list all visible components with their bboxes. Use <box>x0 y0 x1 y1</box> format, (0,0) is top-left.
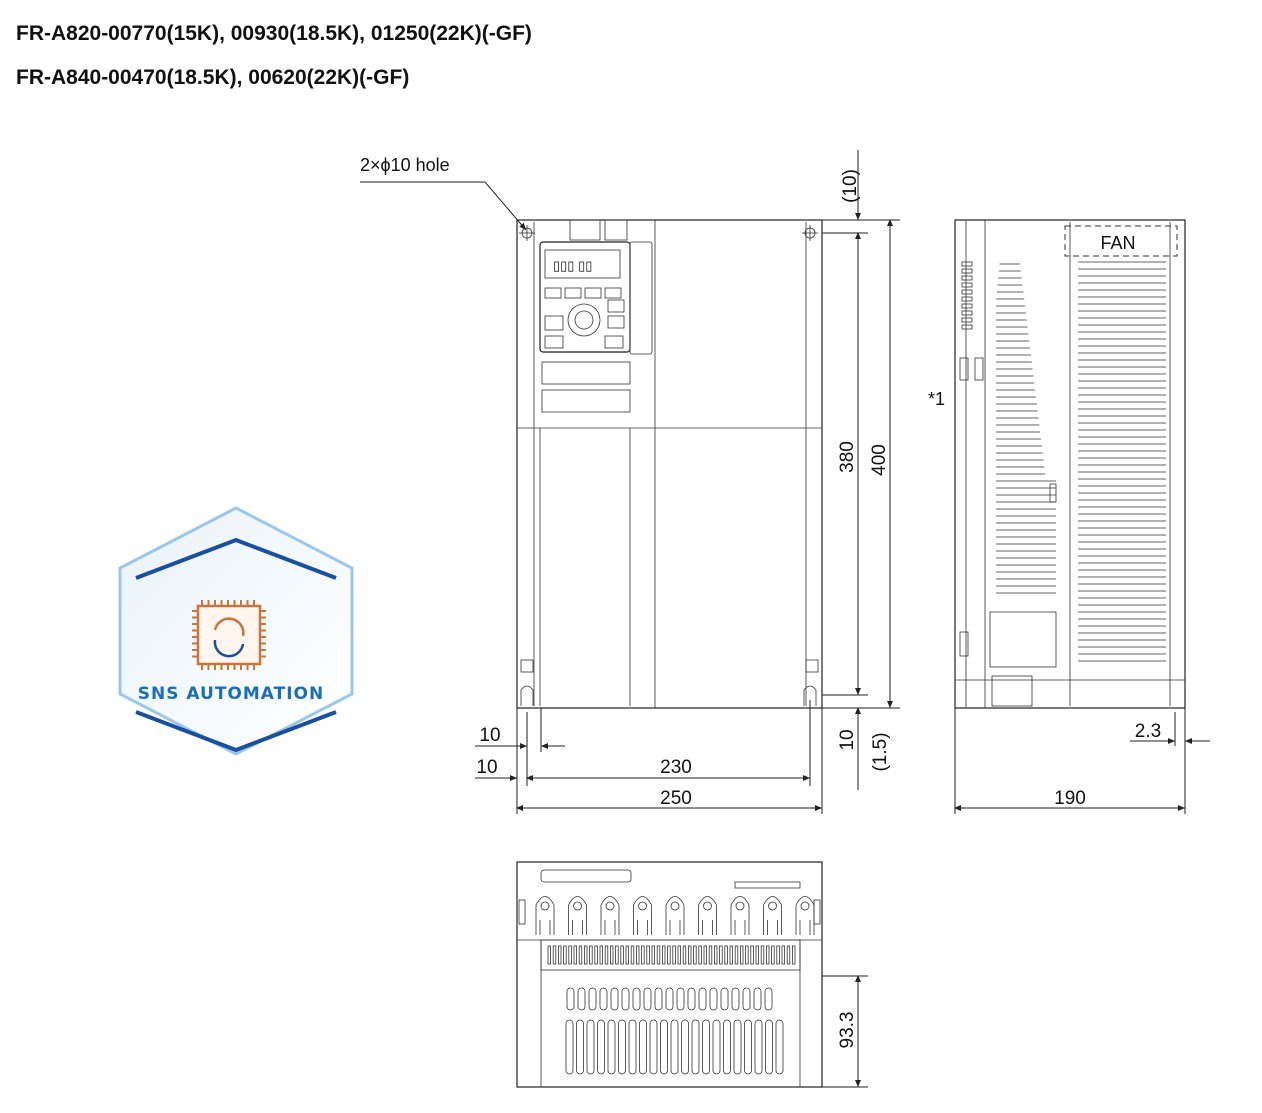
vent-grille-left <box>996 263 1056 594</box>
bottom-outline <box>516 861 823 1088</box>
dim-protrusion: 2.3 <box>1135 721 1161 742</box>
dim-bottom-margin: 10 <box>837 729 858 750</box>
dim-left-margin-1: 10 <box>479 725 500 746</box>
dim-depth-total: 190 <box>1054 788 1086 809</box>
fan-label: FAN <box>1100 233 1135 253</box>
terminal-block <box>518 896 821 935</box>
dim-left-margin-2: 10 <box>476 757 497 778</box>
bottom-slots-upper <box>547 945 796 1011</box>
note-marker: *1 <box>928 389 945 409</box>
hole-label: 2×ϕ10 hole <box>360 155 450 175</box>
dim-bottom-height: 93.3 <box>837 1012 858 1049</box>
side-view: FAN *1 190 2.3 <box>928 219 1210 814</box>
mounting-hole-icon <box>519 225 818 241</box>
model-title-a820: FR-A820-00770(15K), 00930(18.5K), 01250(… <box>16 22 532 45</box>
dim-height-inner: 380 <box>837 441 858 473</box>
dim-top-margin: (10) <box>840 169 861 203</box>
svg-text:▯▯▯ ▯▯: ▯▯▯ ▯▯ <box>553 258 592 273</box>
dim-width-inner: 230 <box>660 757 692 778</box>
front-view: ▯▯▯ ▯▯ 2×ϕ10 hole <box>360 150 900 814</box>
dim-height-total: 400 <box>869 444 890 476</box>
front-outline <box>516 219 823 709</box>
logo-text: SNS AUTOMATION <box>138 684 324 704</box>
bottom-slots-lower <box>565 1019 784 1075</box>
operation-panel: ▯▯▯ ▯▯ <box>539 241 631 353</box>
dim-bottom-margin-alt: (1.5) <box>870 732 891 771</box>
sns-automation-logo: SNS AUTOMATION <box>118 506 354 756</box>
model-title-a840: FR-A840-00470(18.5K), 00620(22K)(-GF) <box>16 66 410 89</box>
bottom-view: 93.3 <box>516 861 868 1088</box>
vent-grille-right <box>1078 261 1166 662</box>
dim-width-total: 250 <box>660 788 692 809</box>
side-outline <box>954 219 1186 709</box>
vent-grille-side <box>961 261 973 330</box>
